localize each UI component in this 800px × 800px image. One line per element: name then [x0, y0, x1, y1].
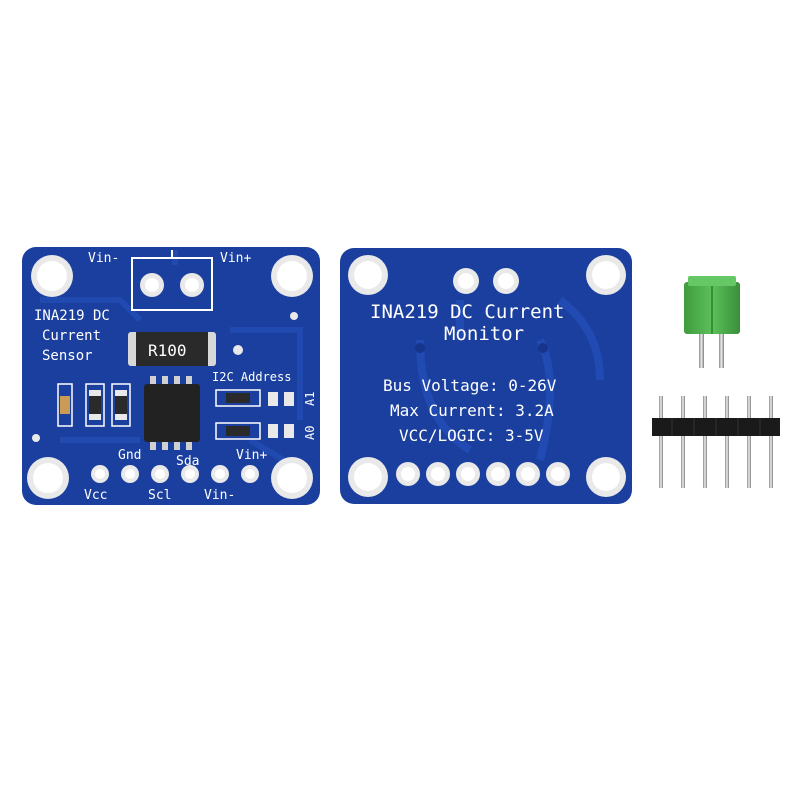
label-vin-minus-top: Vin-: [88, 251, 119, 266]
label-a1: A1: [303, 392, 317, 406]
back-via-2: [538, 343, 548, 353]
label-vcc: Vcc: [84, 488, 107, 503]
label-vin-minus-bottom: Vin-: [204, 488, 235, 503]
front-mounting-holes: [27, 255, 313, 499]
back-title-line2: Monitor: [444, 323, 524, 345]
label-sda: Sda: [176, 454, 199, 469]
label-vin-plus-bottom: Vin+: [236, 448, 267, 463]
label-gnd: Gnd: [118, 448, 141, 463]
back-board: INA219 DC Current Monitor Bus Voltage: 0…: [340, 248, 632, 504]
back-mounting-holes: [348, 255, 626, 497]
label-vin-plus-top: Vin+: [220, 251, 251, 266]
front-title-line2: Current: [42, 328, 101, 344]
front-board-traces: [40, 250, 303, 473]
pin-header-icon: [652, 396, 780, 488]
back-pin-pads: [396, 462, 570, 486]
back-terminal-pads: [453, 268, 519, 294]
front-pin-pads: [91, 465, 259, 483]
back-board-traces: [416, 296, 604, 461]
front-title-line1: INA219 DC: [34, 308, 110, 324]
front-title-line3: Sensor: [42, 348, 93, 364]
test-pad: [233, 345, 243, 355]
spec-max-current: Max Current: 3.2A: [390, 401, 554, 420]
back-title-line1: INA219 DC Current: [370, 301, 564, 323]
address-jumpers: [215, 389, 294, 440]
spec-bus-voltage: Bus Voltage: 0-26V: [383, 376, 557, 395]
ina219-chip: [144, 376, 200, 450]
shunt-marking: R100: [148, 341, 187, 360]
terminal-pads: [140, 273, 204, 297]
spec-vcc-logic: VCC/LOGIC: 3-5V: [399, 426, 544, 445]
label-a0: A0: [303, 426, 317, 440]
label-scl: Scl: [148, 488, 171, 503]
front-board: Vin- Vin+ INA219 DC Current Sensor R100: [22, 247, 320, 505]
shunt-resistor: R100: [128, 332, 216, 366]
back-board-pcb: [340, 248, 632, 504]
back-via-1: [415, 343, 425, 353]
passive-components: [57, 383, 131, 427]
i2c-address-title: I2C Address: [212, 370, 291, 384]
screw-terminal-icon: [684, 276, 740, 368]
